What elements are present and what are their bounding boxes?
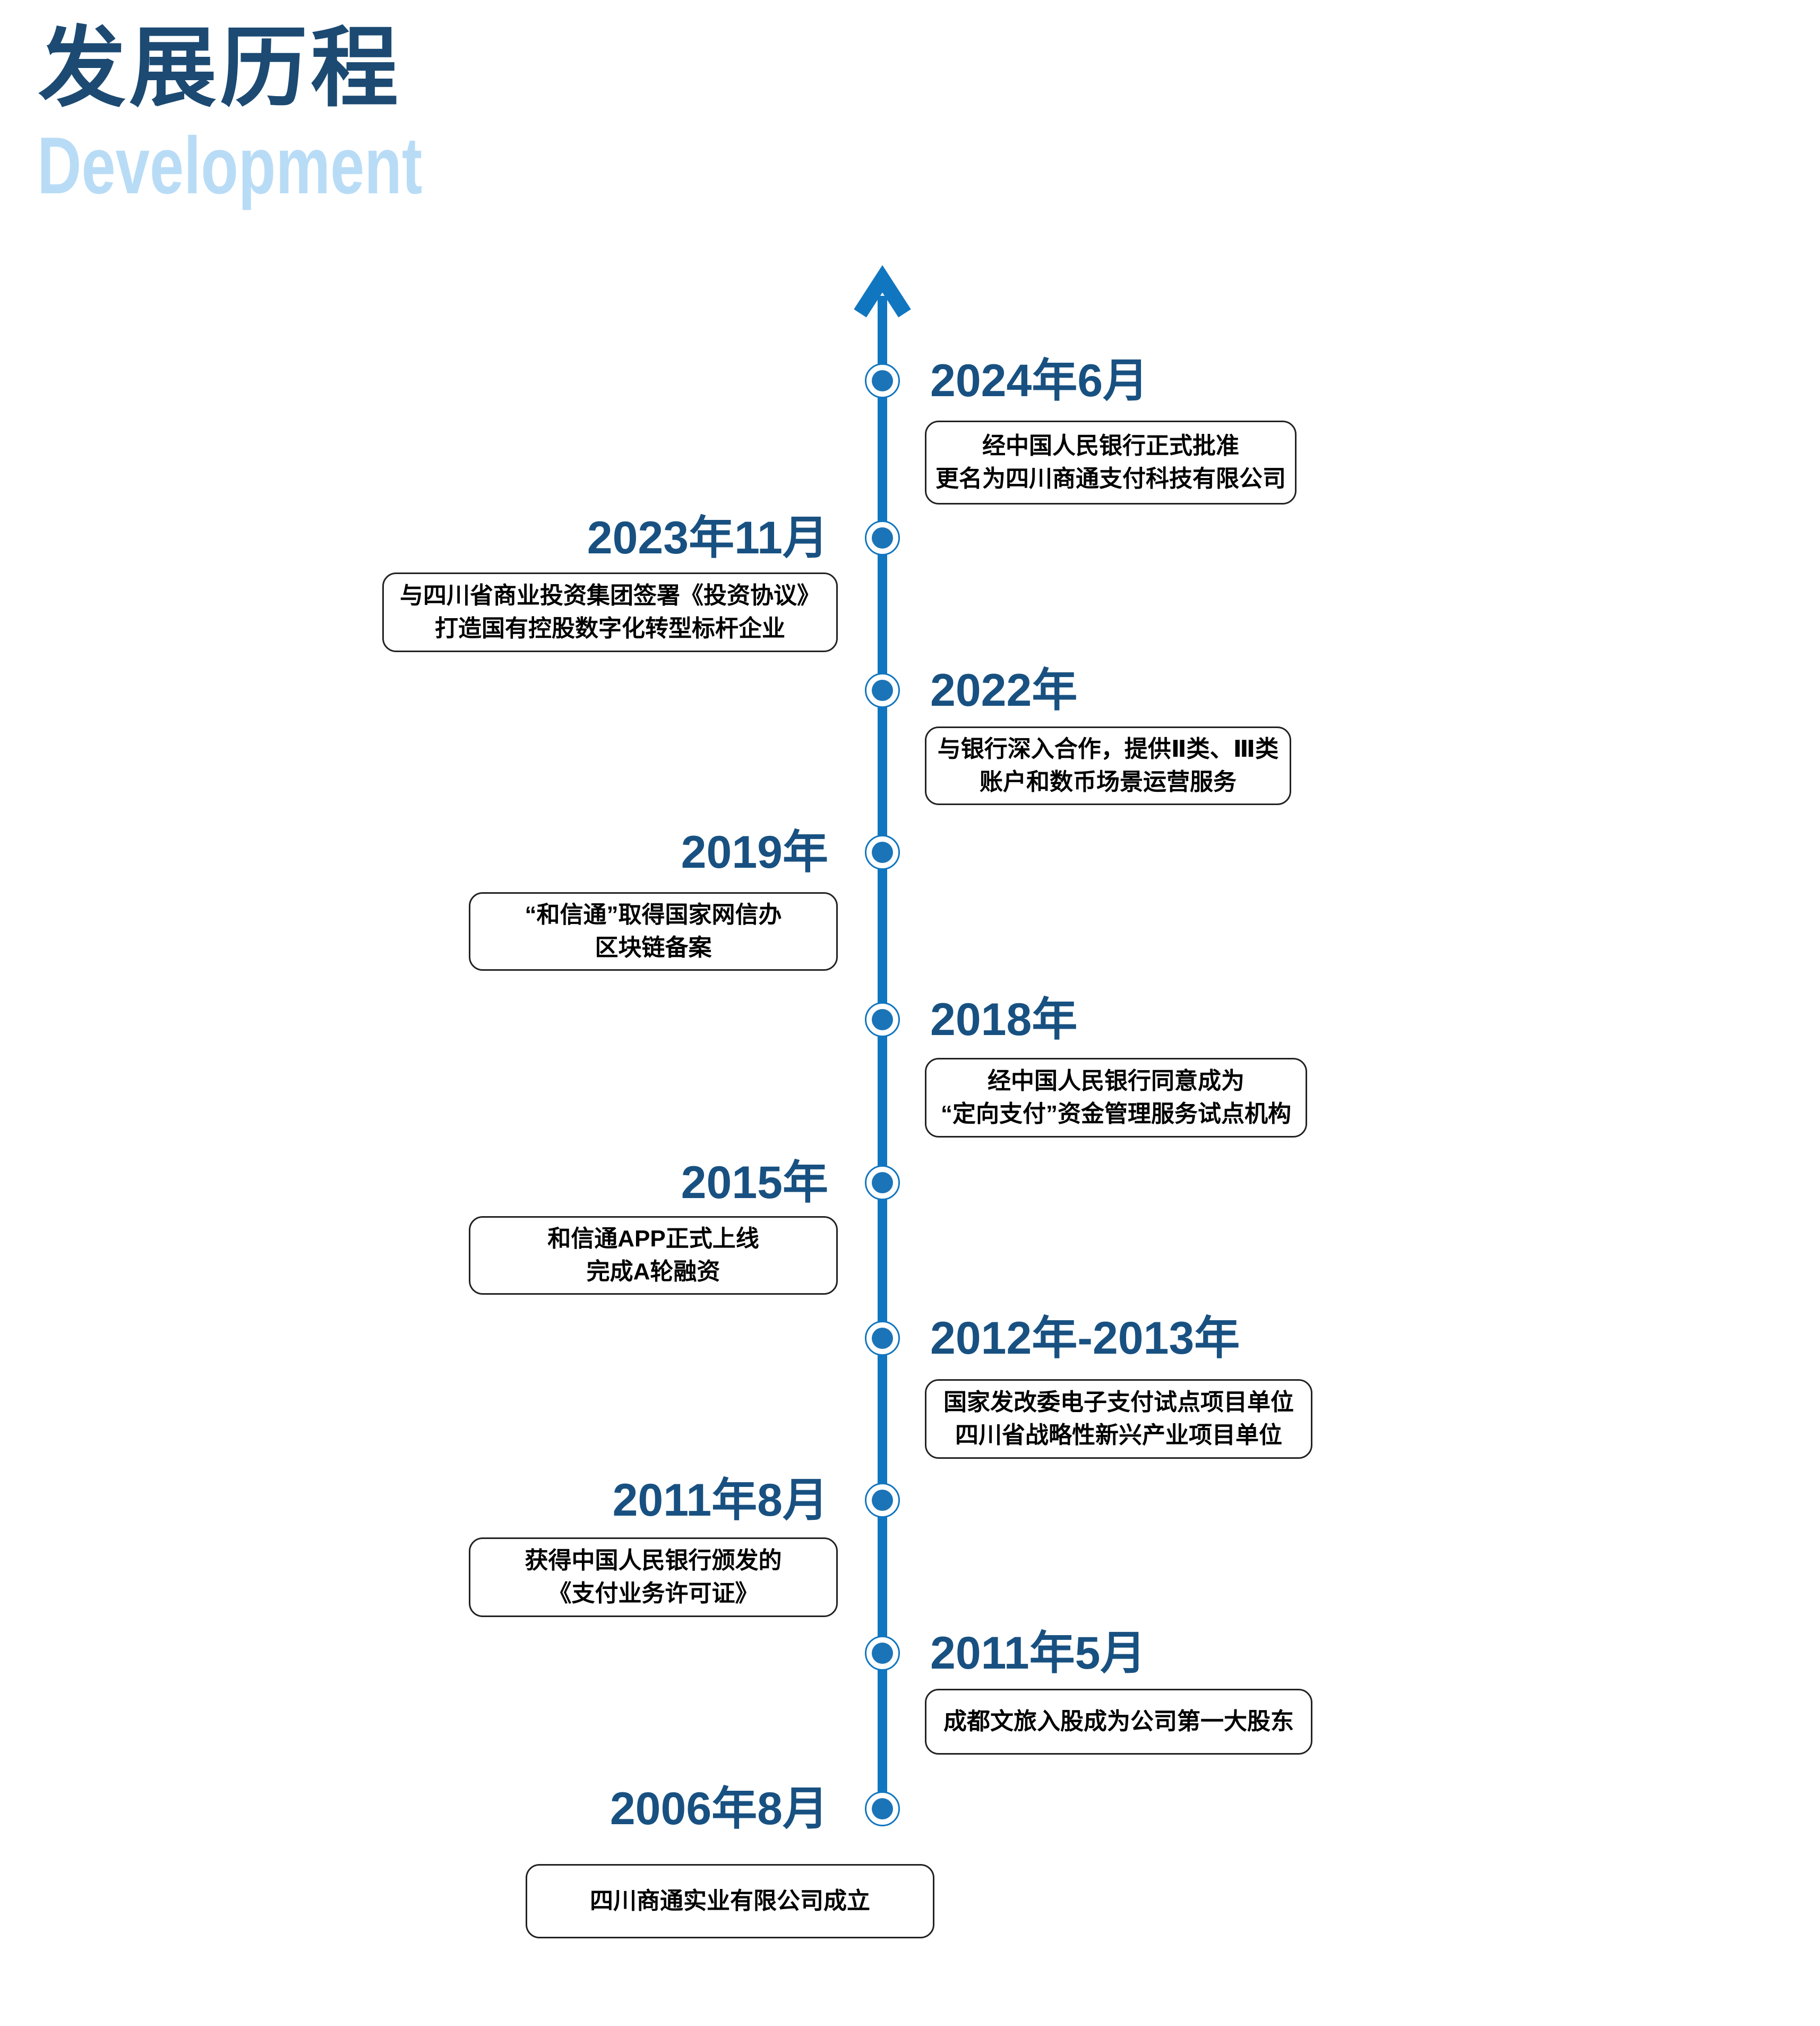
event-card-line: “和信通”取得国家网信办 [525, 902, 782, 928]
timeline-node [865, 1165, 900, 1200]
timeline-node [865, 1791, 900, 1826]
event-card: 国家发改委电子支付试点项目单位 四川省战略性新兴产业项目单位 [925, 1379, 1312, 1459]
event-card-line: 和信通APP正式上线 [547, 1226, 759, 1252]
event-card: 和信通APP正式上线 完成A轮融资 [469, 1216, 838, 1295]
event-card-line: 完成A轮融资 [586, 1259, 720, 1285]
node-dot [872, 1798, 893, 1819]
event-card-line: 经中国人民银行正式批准 [982, 433, 1239, 459]
node-dot [872, 1172, 893, 1193]
event-date: 2023年11月 [587, 512, 828, 563]
event-card-line: 与银行深入合作，提供Ⅱ类、Ⅲ类 [937, 736, 1279, 762]
event-card-line: 经中国人民银行同意成为 [988, 1068, 1244, 1094]
page-title: 发展历程 [38, 19, 401, 117]
event-date: 2015年 [681, 1157, 828, 1208]
event-card-line: 《支付业务许可证》 [548, 1580, 759, 1606]
event-date: 2022年 [930, 665, 1078, 716]
timeline-node [865, 835, 900, 870]
node-dot [872, 1328, 893, 1349]
event-card-line: “定向支付”资金管理服务试点机构 [941, 1101, 1291, 1127]
event-date: 2024年6月 [930, 355, 1149, 406]
event-date: 2018年 [930, 994, 1078, 1045]
page-subtitle: Development [37, 121, 423, 211]
event-card-line: 与四川省商业投资集团签署《投资协议》 [400, 583, 820, 609]
timeline-arrow-up-icon [854, 265, 911, 318]
event-card: 获得中国人民银行颁发的 《支付业务许可证》 [469, 1537, 838, 1617]
event-card-line: 成都文旅入股成为公司第一大股东 [943, 1708, 1294, 1734]
node-dot [872, 370, 893, 391]
event-card: 与四川省商业投资集团签署《投资协议》 打造国有控股数字化转型标杆企业 [382, 572, 838, 652]
node-dot [872, 1643, 893, 1664]
node-dot [872, 842, 893, 863]
event-card-line: 国家发改委电子支付试点项目单位 [943, 1389, 1294, 1415]
event-card: 经中国人民银行同意成为 “定向支付”资金管理服务试点机构 [925, 1058, 1307, 1138]
event-card: 经中国人民银行正式批准 更名为四川商通支付科技有限公司 [925, 421, 1297, 505]
event-card-line: 四川省战略性新兴产业项目单位 [955, 1422, 1282, 1448]
event-card-line: 四川商通实业有限公司成立 [590, 1888, 870, 1914]
node-dot [872, 527, 893, 549]
event-date: 2012年-2013年 [930, 1313, 1240, 1364]
event-card-line: 获得中国人民银行颁发的 [525, 1548, 782, 1574]
node-dot [872, 1009, 893, 1030]
event-card-line: 区块链备案 [595, 935, 712, 961]
event-date: 2019年 [681, 827, 828, 878]
node-dot [872, 1490, 893, 1511]
event-card: 四川商通实业有限公司成立 [526, 1864, 934, 1938]
event-card: 成都文旅入股成为公司第一大股东 [925, 1689, 1312, 1755]
event-card-line: 打造国有控股数字化转型标杆企业 [435, 616, 785, 642]
timeline-node [865, 363, 900, 398]
timeline-node [865, 673, 900, 708]
timeline-node [865, 520, 900, 555]
timeline-node [865, 1483, 900, 1518]
timeline-node [865, 1636, 900, 1671]
event-card: “和信通”取得国家网信办 区块链备案 [469, 892, 838, 971]
node-dot [872, 680, 893, 701]
event-date: 2011年8月 [612, 1475, 828, 1526]
event-card-line: 账户和数币场景运营服务 [980, 769, 1237, 795]
event-card: 与银行深入合作，提供Ⅱ类、Ⅲ类 账户和数币场景运营服务 [925, 726, 1291, 805]
event-date: 2006年8月 [609, 1783, 828, 1834]
event-card-line: 更名为四川商通支付科技有限公司 [935, 466, 1286, 492]
timeline-node [865, 1002, 900, 1037]
timeline-node [865, 1321, 900, 1356]
event-date: 2011年5月 [930, 1628, 1146, 1679]
